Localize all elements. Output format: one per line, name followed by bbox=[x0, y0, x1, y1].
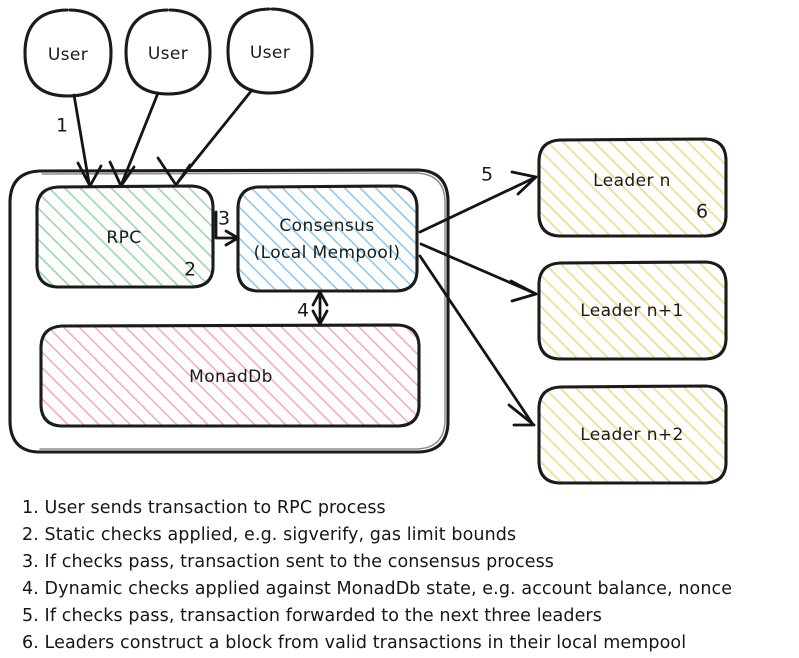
legend-item-6: 6. Leaders construct a block from valid … bbox=[22, 633, 686, 653]
leader-n-label: Leader n bbox=[593, 171, 671, 191]
legend-item-4: 4. Dynamic checks applied against MonadD… bbox=[22, 579, 732, 599]
leader-n-plus-2: Leader n+2 bbox=[537, 384, 728, 485]
process-rpc-badge: 2 bbox=[184, 259, 196, 281]
node-container bbox=[8, 168, 450, 454]
arrow-consensus-to-leader-n bbox=[418, 170, 538, 234]
step-marker-4: 4 bbox=[297, 300, 309, 322]
process-monaddb: MonadDb bbox=[39, 323, 421, 428]
arrow-consensus-to-leader-n-plus-1 bbox=[419, 242, 538, 303]
legend-item-3: 3. If checks pass, transaction sent to t… bbox=[22, 552, 554, 572]
leader-n-plus-1-label: Leader n+1 bbox=[580, 301, 684, 321]
leader-n-badge: 6 bbox=[696, 201, 708, 223]
process-monaddb-label: MonadDb bbox=[189, 367, 273, 387]
process-consensus: Consensus (Local Mempool) bbox=[236, 184, 419, 293]
process-rpc: RPC 2 bbox=[35, 184, 215, 289]
process-consensus-sublabel: (Local Mempool) bbox=[254, 243, 401, 263]
leader-n-plus-1: Leader n+1 bbox=[537, 260, 728, 361]
legend-list: 1. User sends transaction to RPC process… bbox=[22, 498, 732, 653]
legend-item-5: 5. If checks pass, transaction forwarded… bbox=[22, 606, 602, 626]
process-consensus-label: Consensus bbox=[279, 216, 374, 236]
user-actors: User User User bbox=[23, 7, 314, 98]
actor-user-2-label: User bbox=[148, 44, 188, 64]
step-marker-5: 5 bbox=[481, 164, 493, 186]
leader-n: Leader n 6 bbox=[537, 137, 728, 238]
actor-user-3-label: User bbox=[250, 43, 290, 63]
actor-user-2: User bbox=[124, 8, 212, 96]
arrow-consensus-to-leader-n-plus-2 bbox=[418, 254, 536, 427]
step-marker-1: 1 bbox=[56, 115, 68, 137]
arrow-user2-to-rpc bbox=[108, 91, 160, 188]
process-rpc-label: RPC bbox=[106, 228, 141, 248]
actor-user-3: User bbox=[226, 7, 314, 95]
leader-n-plus-2-label: Leader n+2 bbox=[580, 425, 684, 445]
actor-user-1: User bbox=[23, 8, 113, 98]
legend-item-1: 1. User sends transaction to RPC process bbox=[22, 498, 386, 518]
arrow-user3-to-rpc bbox=[156, 88, 254, 187]
arrow-user1-to-rpc bbox=[72, 93, 103, 188]
step-marker-3: 3 bbox=[218, 208, 230, 230]
legend-item-2: 2. Static checks applied, e.g. sigverify… bbox=[22, 525, 516, 545]
arrow-rpc-to-consensus bbox=[214, 210, 240, 247]
actor-user-1-label: User bbox=[48, 45, 88, 65]
arrow-consensus-monaddb bbox=[311, 290, 329, 326]
